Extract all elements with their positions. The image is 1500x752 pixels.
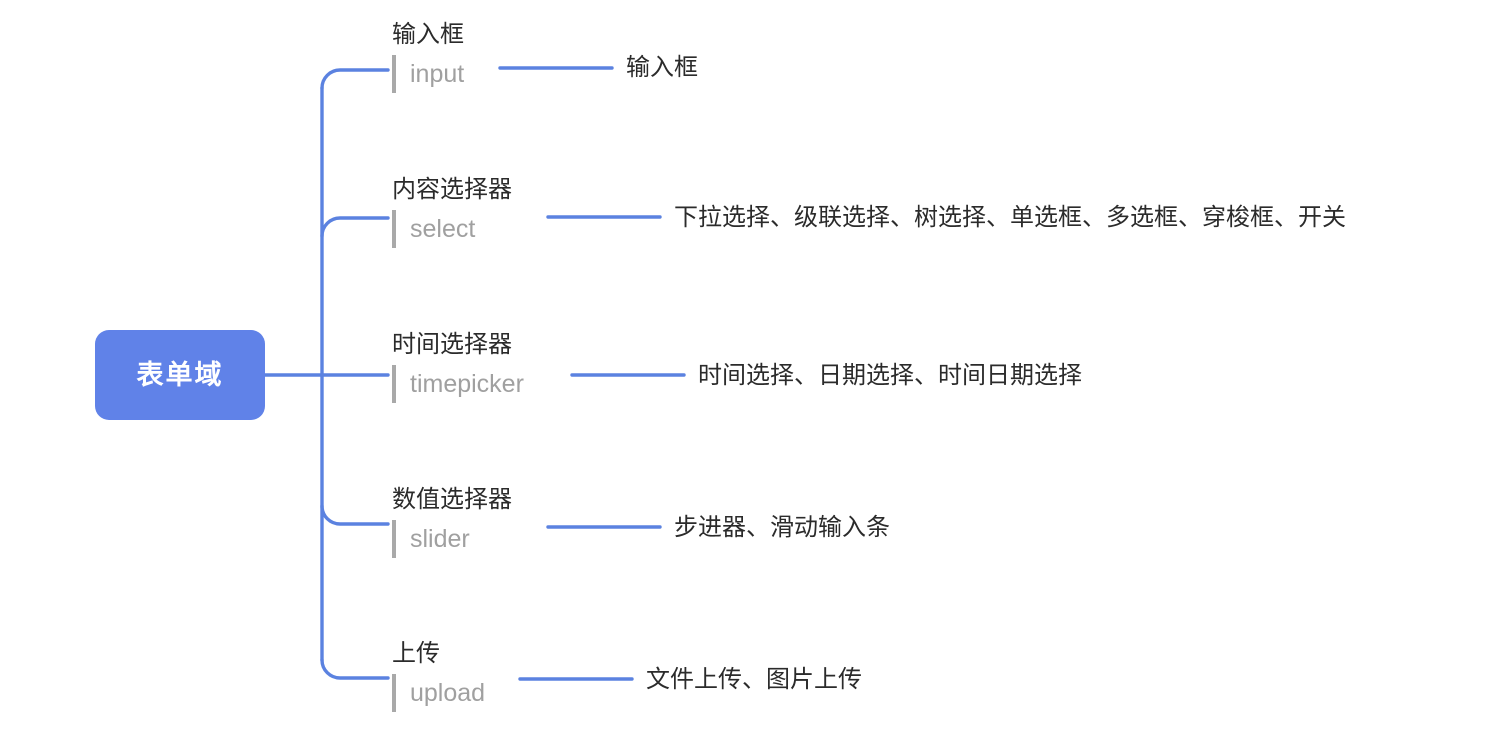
leaf-node-input[interactable]: 输入框	[626, 54, 698, 81]
branch-subtitle-select: select	[392, 209, 512, 249]
branch-elbow-2	[320, 216, 390, 238]
branch-elbow-5	[320, 658, 390, 680]
branch-title-upload: 上传	[392, 640, 440, 667]
branch-node-timepicker[interactable]: 时间选择器 timepicker	[392, 331, 524, 404]
branch-subtitle-upload: upload	[392, 673, 485, 713]
branch-node-slider[interactable]: 数值选择器 slider	[392, 486, 512, 559]
branch-node-input[interactable]: 输入框 input	[392, 21, 464, 94]
branch-title-timepicker: 时间选择器	[392, 331, 512, 358]
branch-title-select: 内容选择器	[392, 176, 512, 203]
accent-bar-icon	[392, 365, 396, 404]
leaf-node-slider[interactable]: 步进器、滑动输入条	[674, 514, 890, 541]
branch-subtitle-text-upload: upload	[410, 678, 486, 707]
branch-subtitle-text-input: input	[410, 59, 465, 88]
accent-bar-icon	[392, 520, 396, 559]
branch-title-slider: 数值选择器	[392, 486, 512, 513]
branch-subtitle-text-select: select	[410, 214, 476, 243]
accent-bar-icon	[392, 674, 396, 713]
branch-node-upload[interactable]: 上传 upload	[392, 640, 485, 713]
leaf-node-select[interactable]: 下拉选择、级联选择、树选择、单选框、多选框、穿梭框、开关	[674, 204, 1346, 231]
branch-subtitle-input: input	[392, 54, 464, 94]
branch-node-select[interactable]: 内容选择器 select	[392, 176, 512, 249]
branch-subtitle-text-slider: slider	[410, 524, 470, 553]
branch-title-input: 输入框	[392, 21, 464, 48]
branch-subtitle-text-timepicker: timepicker	[410, 369, 524, 398]
branch-elbow-1	[320, 68, 390, 90]
branch-subtitle-timepicker: timepicker	[392, 364, 524, 404]
root-node-label: 表单域	[136, 359, 224, 390]
accent-bar-icon	[392, 210, 396, 249]
branch-subtitle-slider: slider	[392, 519, 512, 559]
leaf-node-upload[interactable]: 文件上传、图片上传	[646, 666, 862, 693]
leaf-node-timepicker[interactable]: 时间选择、日期选择、时间日期选择	[698, 362, 1082, 389]
accent-bar-icon	[392, 55, 396, 94]
branch-elbow-4	[320, 504, 390, 526]
root-node[interactable]: 表单域	[95, 330, 265, 420]
